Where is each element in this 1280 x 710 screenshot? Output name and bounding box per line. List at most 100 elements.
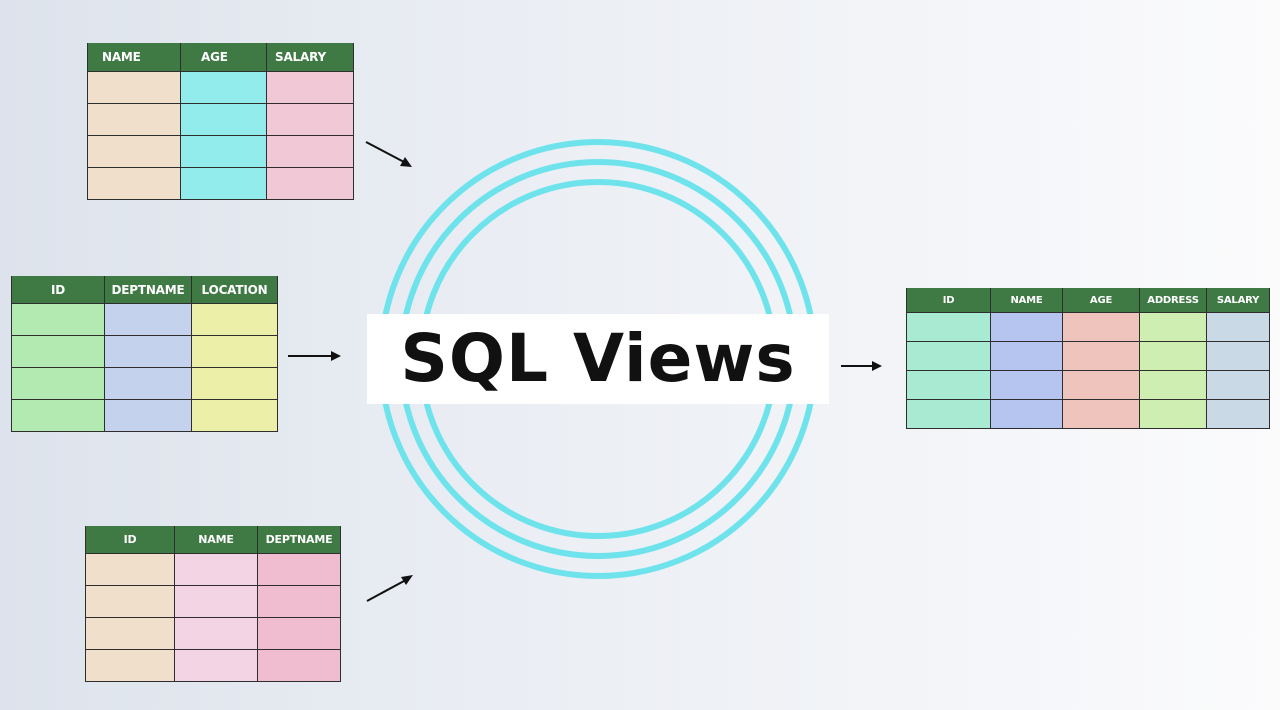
column-header-name: NAME [87, 43, 181, 72]
table-row [11, 335, 278, 368]
table-cell [85, 553, 175, 586]
source-table-employees: NAME AGE SALARY [87, 43, 354, 200]
table-cell [87, 103, 181, 136]
table-header-row: ID NAME DEPTNAME [85, 526, 341, 554]
table-row [906, 370, 1270, 400]
table-cell [257, 617, 341, 650]
table-cell [191, 303, 278, 336]
table-cell [1139, 370, 1207, 400]
table-row [85, 553, 341, 586]
table-cell [11, 335, 105, 368]
table-cell [990, 312, 1063, 342]
table-header-row: ID NAME AGE ADDRESS SALARY [906, 288, 1270, 313]
table-cell [266, 71, 354, 104]
table-row [85, 585, 341, 618]
table-cell [906, 370, 991, 400]
table-cell [174, 617, 258, 650]
table-row [906, 399, 1270, 429]
table-row [906, 312, 1270, 342]
table-cell [257, 553, 341, 586]
table-cell [174, 649, 258, 682]
table-row [85, 649, 341, 682]
table-cell [104, 399, 192, 432]
table-cell [1139, 399, 1207, 429]
page-title: SQL Views [400, 320, 796, 397]
table-cell [191, 399, 278, 432]
table-cell [266, 135, 354, 168]
arrow-from-table-1 [365, 141, 412, 167]
table-cell [1206, 312, 1270, 342]
column-header-name: NAME [990, 288, 1063, 313]
table-cell [85, 585, 175, 618]
table-cell [906, 341, 991, 371]
arrow-to-view-result [841, 361, 882, 371]
table-cell [180, 167, 267, 200]
table-cell [1062, 341, 1140, 371]
table-cell [174, 585, 258, 618]
column-header-deptname: DEPTNAME [257, 526, 341, 554]
table-cell [1062, 312, 1140, 342]
table-cell [990, 399, 1063, 429]
table-cell [1206, 370, 1270, 400]
column-header-age: AGE [180, 43, 267, 72]
table-row [11, 367, 278, 400]
table-cell [906, 399, 991, 429]
column-header-id: ID [11, 276, 105, 304]
column-header-salary: SALARY [266, 43, 354, 72]
table-row [87, 167, 354, 200]
table-cell [1062, 370, 1140, 400]
table-cell [180, 103, 267, 136]
table-cell [85, 649, 175, 682]
column-header-age: AGE [1062, 288, 1140, 313]
table-cell [191, 335, 278, 368]
table-cell [180, 71, 267, 104]
table-cell [266, 103, 354, 136]
arrow-from-table-2 [288, 351, 341, 361]
table-cell [85, 617, 175, 650]
column-header-location: LOCATION [191, 276, 278, 304]
table-cell [11, 399, 105, 432]
table-row [85, 617, 341, 650]
table-cell [990, 341, 1063, 371]
table-row [87, 135, 354, 168]
table-header-row: NAME AGE SALARY [87, 43, 354, 72]
source-table-departments: ID DEPTNAME LOCATION [11, 276, 278, 432]
arrow-from-table-3 [366, 575, 413, 602]
table-row [11, 399, 278, 432]
table-cell [87, 71, 181, 104]
table-cell [11, 303, 105, 336]
table-cell [87, 135, 181, 168]
table-row [906, 341, 1270, 371]
table-cell [11, 367, 105, 400]
table-cell [87, 167, 181, 200]
table-row [87, 71, 354, 104]
table-cell [104, 335, 192, 368]
table-cell [266, 167, 354, 200]
table-cell [1139, 312, 1207, 342]
title-box: SQL Views [367, 314, 829, 404]
table-cell [906, 312, 991, 342]
table-cell [174, 553, 258, 586]
table-cell [257, 585, 341, 618]
table-cell [1206, 341, 1270, 371]
table-cell [1062, 399, 1140, 429]
source-table-staff: ID NAME DEPTNAME [85, 526, 341, 682]
table-cell [257, 649, 341, 682]
column-header-id: ID [906, 288, 991, 313]
table-cell [1139, 341, 1207, 371]
table-cell [191, 367, 278, 400]
table-cell [180, 135, 267, 168]
column-header-deptname: DEPTNAME [104, 276, 192, 304]
column-header-address: ADDRESS [1139, 288, 1207, 313]
table-cell [104, 303, 192, 336]
column-header-id: ID [85, 526, 175, 554]
table-row [11, 303, 278, 336]
table-header-row: ID DEPTNAME LOCATION [11, 276, 278, 304]
table-cell [104, 367, 192, 400]
column-header-name: NAME [174, 526, 258, 554]
table-row [87, 103, 354, 136]
column-header-salary: SALARY [1206, 288, 1270, 313]
table-cell [1206, 399, 1270, 429]
view-result-table: ID NAME AGE ADDRESS SALARY [906, 288, 1270, 429]
